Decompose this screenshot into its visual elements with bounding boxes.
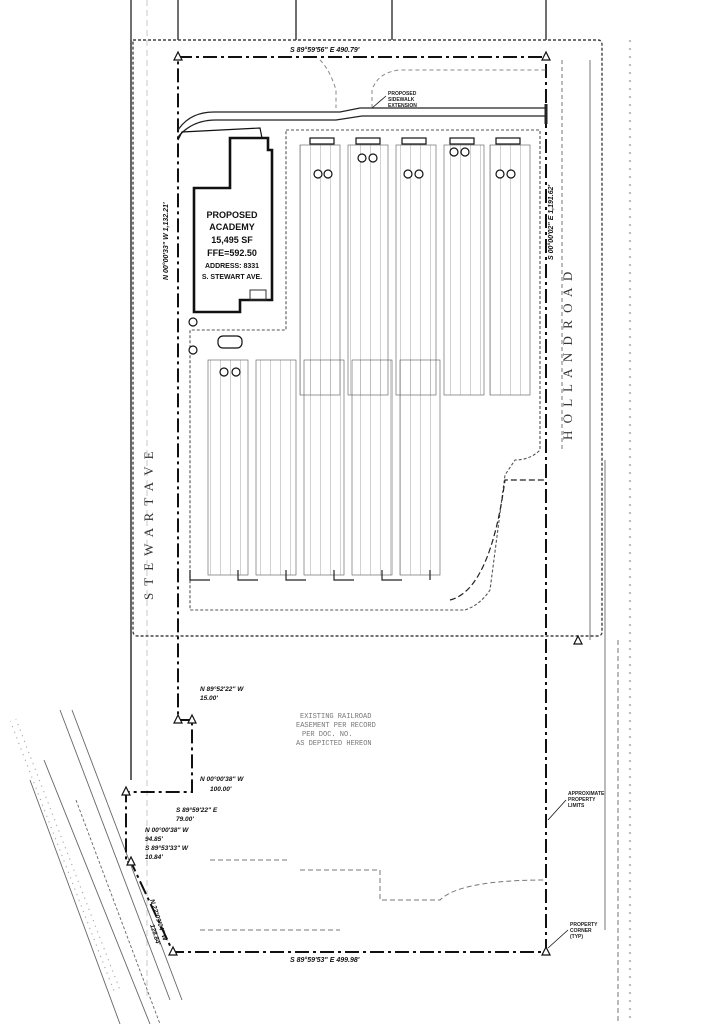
easement-line-4: AS DEPICTED HEREON — [296, 740, 372, 748]
north-sidewalk — [177, 104, 548, 138]
property-corner-note-3: (TYP) — [570, 934, 583, 940]
easement-text: EXISTING RAILROAD EASEMENT PER RECORD PE… — [296, 713, 376, 748]
property-limits-note: APPROXIMATE PROPERTY LIMITS — [547, 791, 605, 821]
bearing-jog4-length: 94.85' — [145, 836, 163, 843]
stewart-ave-label: S T E W A R T A V E — [141, 449, 156, 600]
railroad-hatch — [8, 717, 124, 993]
parking-fixtures — [188, 137, 521, 377]
easement-line-2: EASEMENT PER RECORD — [296, 722, 376, 730]
property-limits-note-1: APPROXIMATE — [568, 791, 605, 797]
easement-line-1: EXISTING RAILROAD — [300, 713, 371, 721]
holland-road-label: H O L L A N D R O A D — [560, 270, 575, 440]
north-entrance — [319, 59, 546, 108]
building-address-label: ADDRESS: 8331 — [205, 263, 259, 270]
building-address: S. STEWART AVE. — [202, 274, 262, 281]
building-area: 15,495 SF — [211, 235, 253, 245]
easement-line-3: PER DOC. NO. — [302, 731, 352, 739]
holland-road-edges — [561, 40, 631, 1024]
parking-stalls — [207, 144, 531, 576]
property-corner-note-2: CORNER — [570, 928, 592, 934]
bearing-bottom: S 89°59'53" E 499.98' — [290, 956, 360, 964]
bearing-jog2-length: 100.00' — [210, 786, 232, 793]
sidewalk-note-3: EXTENSION — [388, 103, 417, 109]
proposed-building: PROPOSED ACADEMY 15,495 SF FFE=592.50 AD… — [177, 127, 274, 314]
south-curbs — [189, 479, 545, 601]
bearing-jog5-length: 10.84' — [145, 854, 163, 861]
bearing-jog3-length: 79.00' — [176, 816, 194, 823]
bearing-jog1: N 89°52'22" W — [200, 685, 244, 693]
property-limits-note-2: PROPERTY — [568, 797, 596, 803]
development-area-boundary — [132, 39, 603, 637]
bearing-right: S 00°00'02" E 1,191.62' — [547, 184, 555, 260]
corner-markers — [121, 50, 583, 956]
bearing-jog5: S 89°53'33" W — [145, 844, 189, 852]
sidewalk-note-2: SIDEWALK — [388, 97, 415, 103]
building-label-2: ACADEMY — [209, 222, 255, 232]
existing-drive-south — [200, 859, 547, 931]
property-corner-note: PROPERTY CORNER (TYP) — [547, 922, 598, 949]
building-label-1: PROPOSED — [206, 210, 258, 220]
building-ffe: FFE=592.50 — [207, 248, 257, 258]
bearing-jog3: S 89°59'22" E — [176, 806, 218, 814]
property-limits-note-3: LIMITS — [568, 803, 585, 809]
bearing-left: N 00°00'33" W 1,132.21' — [162, 202, 170, 280]
parking-lot-outline — [189, 129, 541, 611]
sidewalk-note: PROPOSED SIDEWALK EXTENSION — [371, 91, 417, 109]
bearing-jog4: N 00°00'38" W — [145, 826, 189, 834]
bearing-top: S 89°59'56" E 490.79' — [290, 46, 360, 54]
top-reference-lines — [130, 0, 547, 40]
bearing-jog2: N 00°00'38" W — [200, 775, 244, 783]
railroad-tracks — [29, 709, 183, 1024]
property-corner-note-1: PROPERTY — [570, 922, 598, 928]
bearing-jog1-length: 15.00' — [200, 695, 218, 702]
sidewalk-note-1: PROPOSED — [388, 91, 417, 97]
property-boundary — [125, 56, 547, 953]
